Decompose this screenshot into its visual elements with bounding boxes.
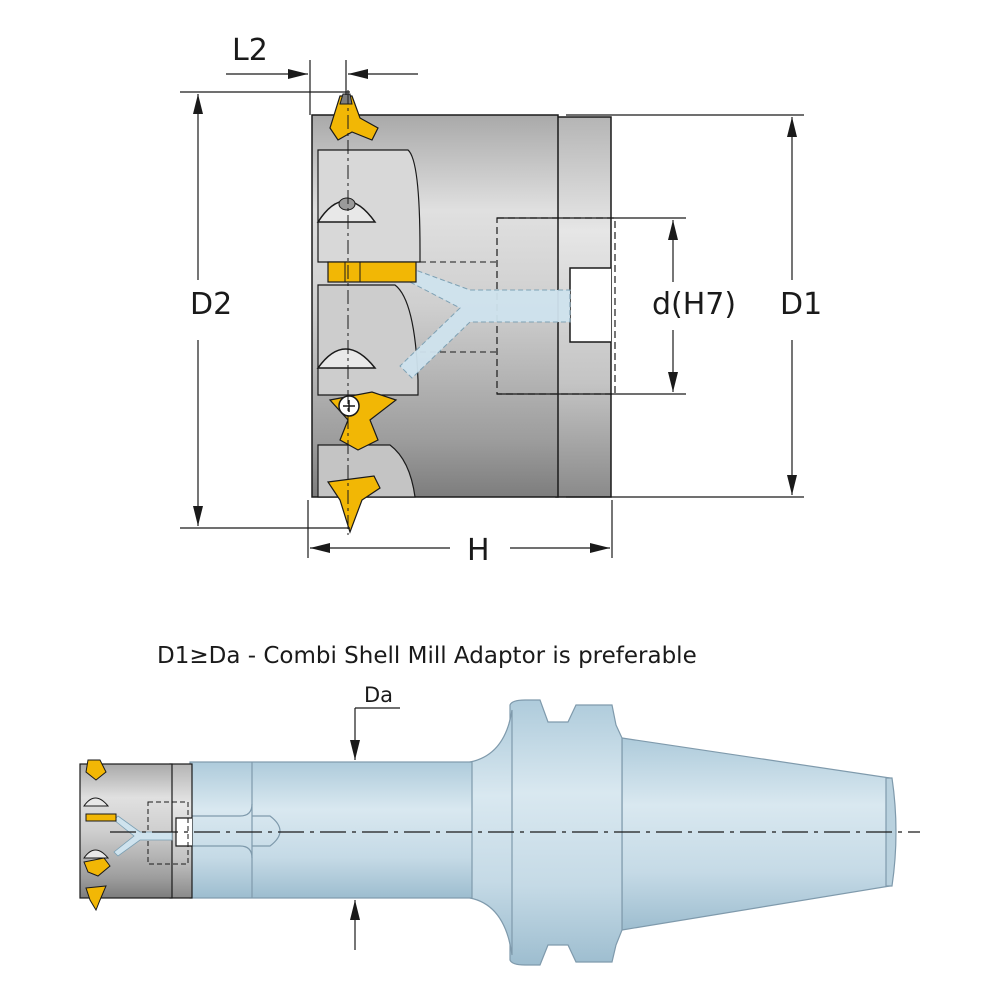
h-label: H (467, 533, 490, 568)
l2-label: L2 (232, 33, 268, 68)
clamp-screw-head (338, 197, 356, 211)
mini-insert (85, 759, 107, 781)
bore-label: d(H7) (652, 287, 736, 322)
adaptor-key-slot (252, 815, 281, 847)
da-label: Da (364, 683, 393, 707)
adaptor-pilot (190, 803, 253, 859)
adaptor-body (189, 761, 473, 899)
drive-keyway (569, 267, 611, 343)
coolant-channels (399, 267, 571, 379)
mini-insert (85, 885, 107, 912)
mini-insert (83, 857, 111, 877)
mini-mill-body (79, 763, 173, 899)
assembly-caption: D1≥Da - Combi Shell Mill Adaptor is pref… (157, 643, 697, 669)
clamp-screw (316, 348, 377, 369)
d2-label: D2 (190, 287, 232, 322)
shell-mill-top-view: L2 D2 D1 d(H7) H (180, 33, 822, 568)
adaptor-taper (621, 737, 891, 931)
cutting-insert-middle (327, 261, 417, 283)
mini-clamp-screw (83, 797, 110, 807)
cutting-insert-top (329, 93, 379, 141)
flute-pocket (317, 149, 421, 263)
adaptor-assembly-view: Da (79, 683, 920, 966)
mini-clamp-screw (83, 849, 110, 859)
mini-insert (85, 813, 117, 822)
flute-pocket (317, 284, 419, 396)
d1-label: D1 (780, 287, 822, 322)
cutting-insert-lower (328, 391, 398, 451)
cutting-insert-bottom (326, 475, 381, 534)
